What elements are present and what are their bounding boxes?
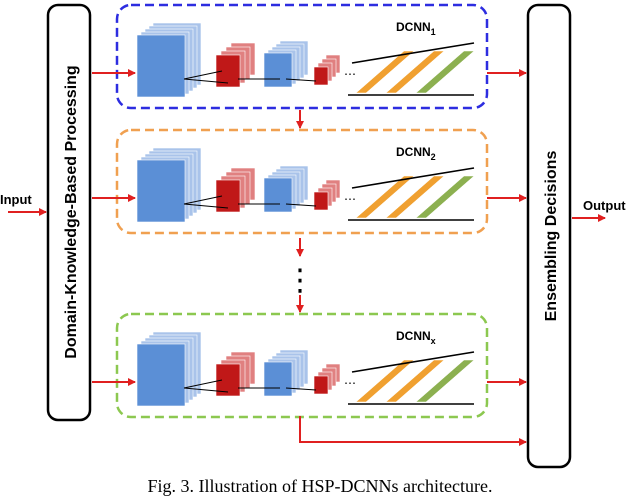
kernel-line xyxy=(285,203,317,207)
feature-map-stack xyxy=(263,361,293,397)
panel-border xyxy=(115,128,489,235)
vertical-dots: ⋮ xyxy=(285,263,315,298)
panel-border xyxy=(115,312,489,419)
fc-edge-top xyxy=(351,351,475,373)
dcnn-panel-2: … DCNN2 xyxy=(92,128,527,235)
dcnn-panel-x: … DCNNx xyxy=(92,312,527,419)
ellipsis: … xyxy=(344,189,356,203)
fc-layer xyxy=(355,50,415,94)
ensemble-label: Ensembling Decisions xyxy=(543,151,560,322)
bypass-arrow xyxy=(299,416,527,446)
kernel-line xyxy=(285,387,317,391)
panel-border xyxy=(115,3,489,110)
fc-layer xyxy=(355,359,415,403)
ellipsis: … xyxy=(344,64,356,78)
kernel-line xyxy=(183,387,229,393)
feature-map-stack xyxy=(263,177,293,213)
fc-layer xyxy=(355,175,415,219)
fc-layer xyxy=(415,175,475,219)
kernel-line xyxy=(183,70,223,80)
kernel-line xyxy=(183,203,229,209)
fc-edge-top xyxy=(351,42,475,64)
kernel-line xyxy=(183,195,223,205)
input-label: Input xyxy=(0,192,32,207)
pool-stack xyxy=(313,375,329,395)
dcnn-label: DCNN1 xyxy=(396,20,436,37)
feature-map-stack xyxy=(136,343,186,407)
fc-edge-top xyxy=(351,167,475,189)
feature-map-stack xyxy=(136,159,186,223)
pool-stack xyxy=(313,191,329,211)
pool-stack xyxy=(313,66,329,86)
ellipsis: … xyxy=(344,373,356,387)
kernel-line xyxy=(183,78,229,84)
preprocessing-label: Domain-Knowledge-Based Processing xyxy=(63,65,80,358)
feature-map-stack xyxy=(263,52,293,88)
figure-caption: Fig. 3. Illustration of HSP-DCNNs archit… xyxy=(147,476,493,496)
feature-map-stack xyxy=(136,34,186,98)
kernel-line xyxy=(183,379,223,389)
preprocessing-box xyxy=(46,3,92,422)
fc-layer xyxy=(385,175,445,219)
dcnn-label: DCNNx xyxy=(396,329,436,346)
kernel-line xyxy=(285,78,317,82)
fc-layer xyxy=(415,359,475,403)
dcnn-panel-1: … DCNN1 xyxy=(92,3,527,110)
fc-layer xyxy=(415,50,475,94)
dcnn-label: DCNN2 xyxy=(396,145,436,162)
output-label: Output xyxy=(583,198,626,213)
fc-layer xyxy=(385,50,445,94)
fc-layer xyxy=(385,359,445,403)
ensemble-box xyxy=(526,3,572,469)
